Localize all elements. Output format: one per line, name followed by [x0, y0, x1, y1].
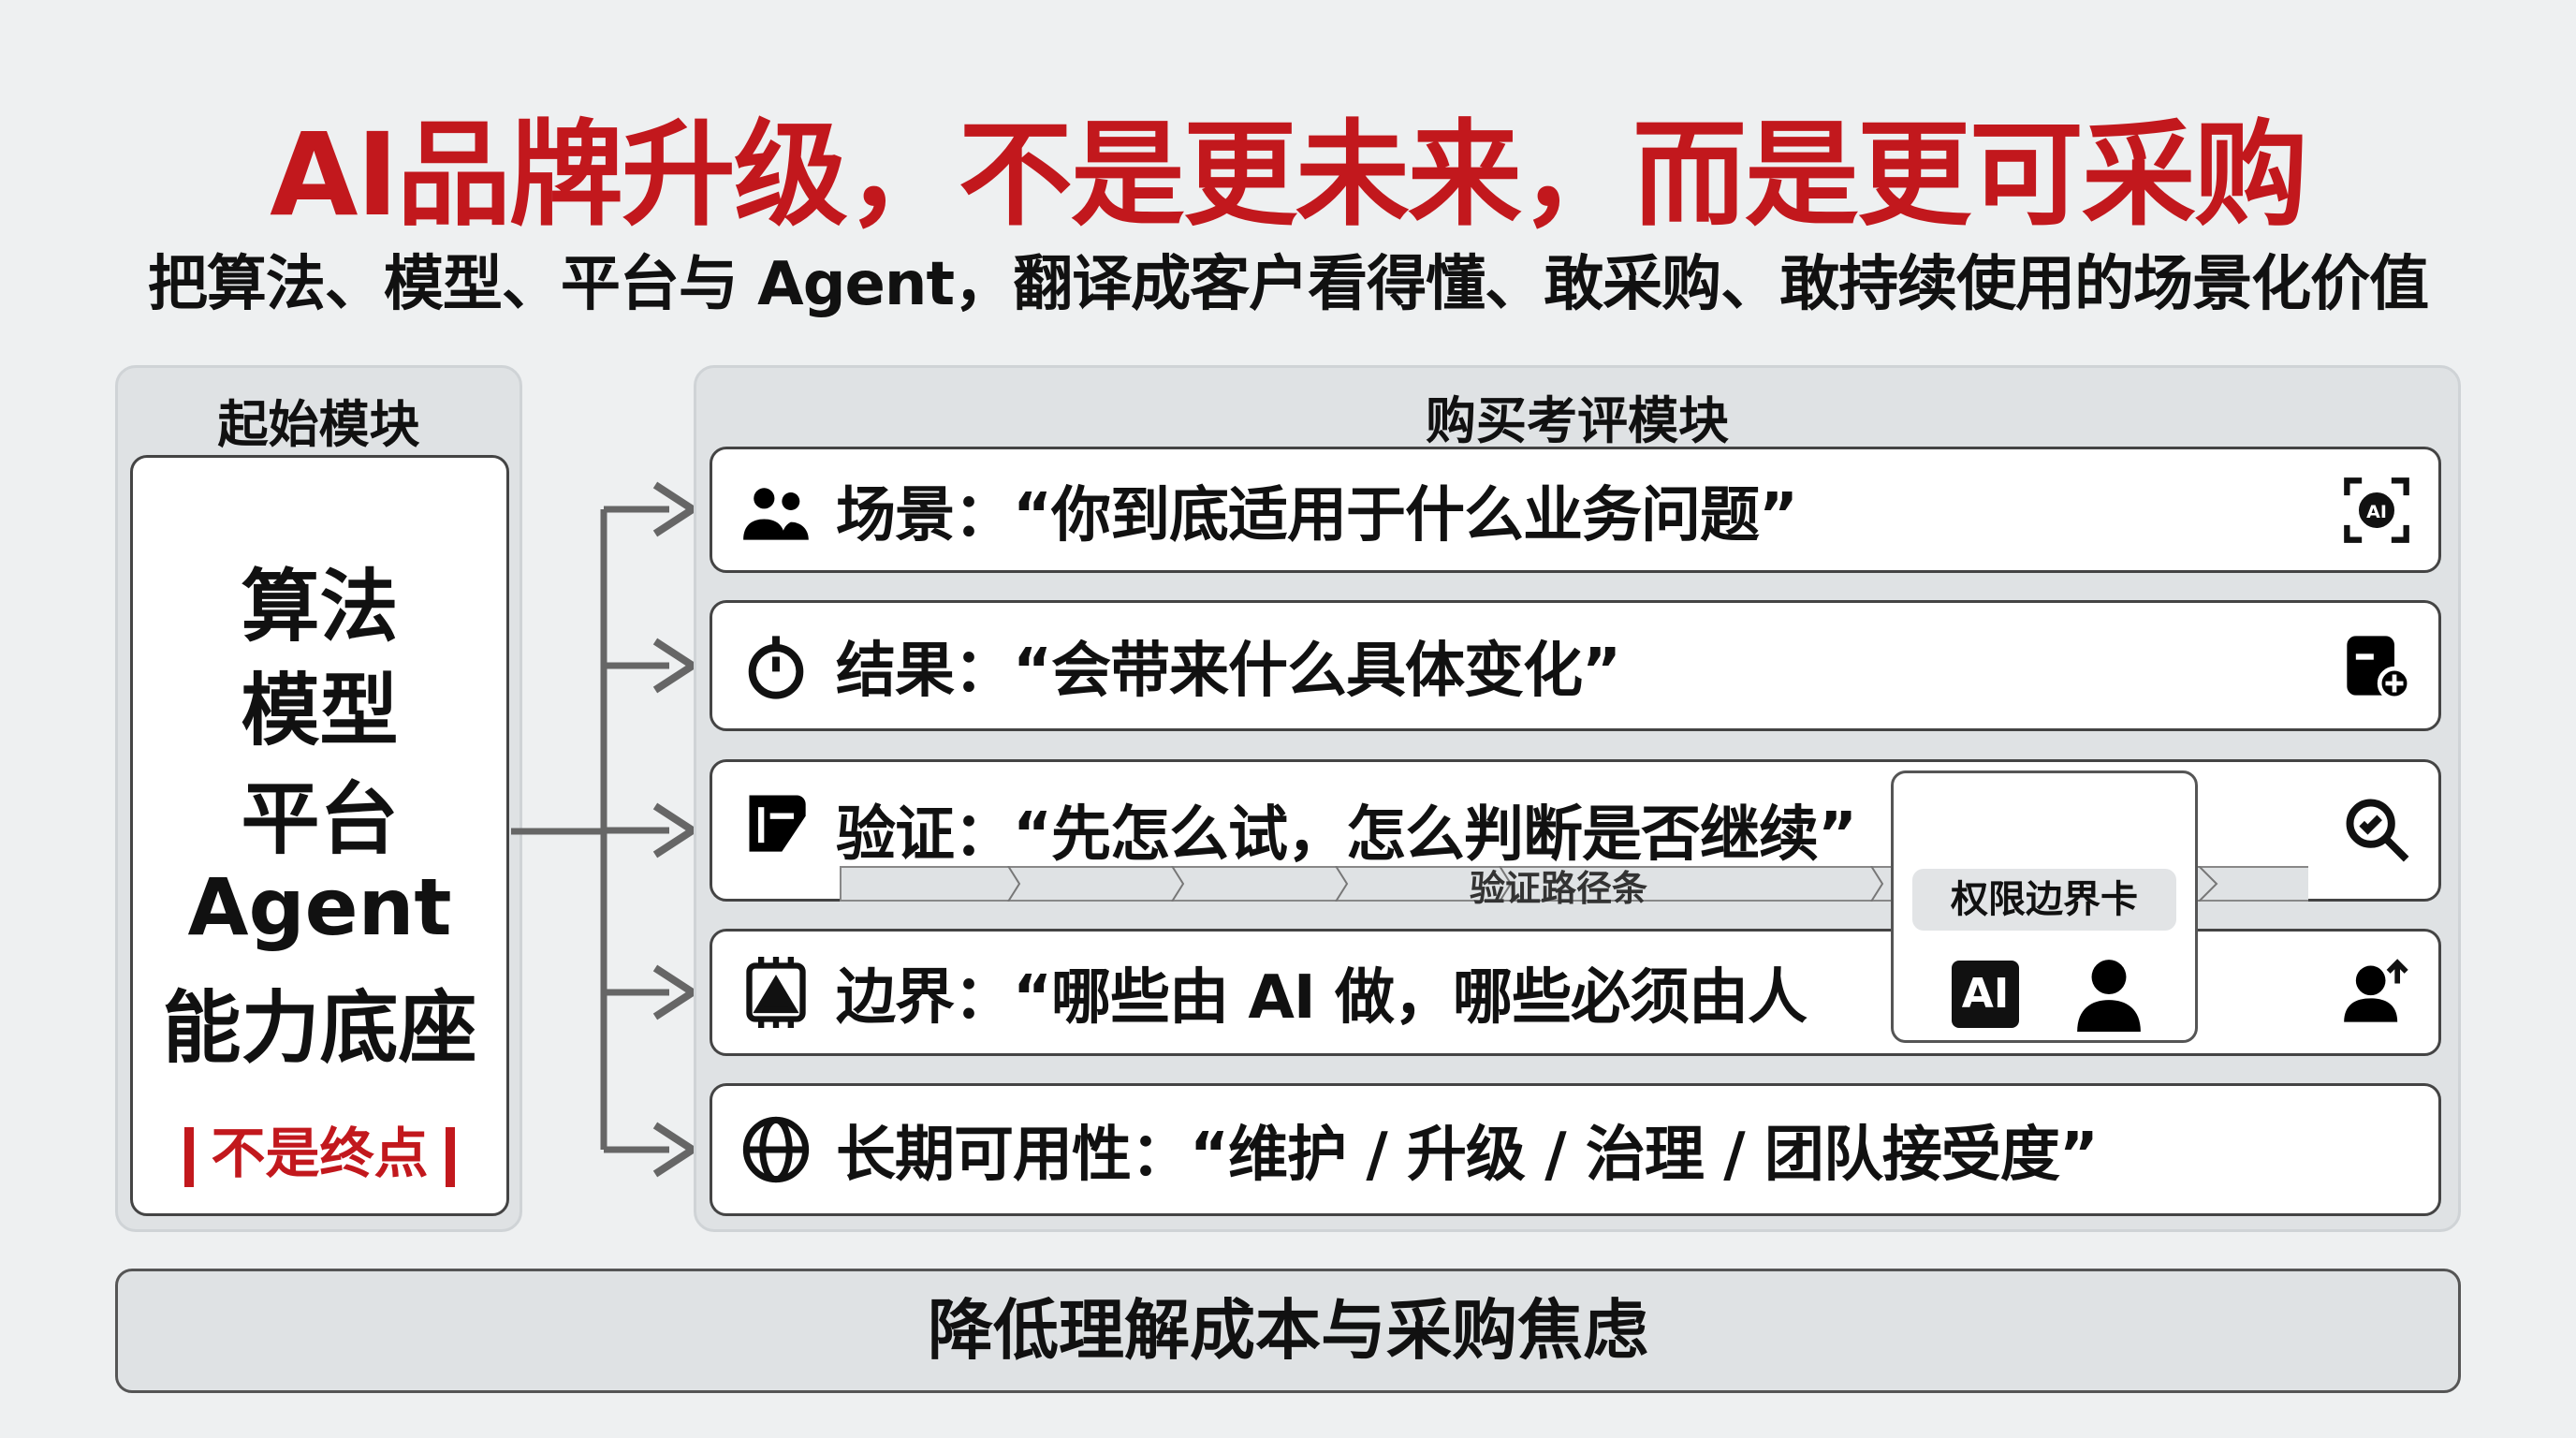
capability-item: 能力底座 [162, 982, 477, 1074]
user-switch-icon [2344, 959, 2408, 1022]
people-icon [743, 487, 809, 540]
row-text: 长期可用性：“维护 / 升级 / 治理 / 团队接受度” [836, 1121, 2099, 1190]
path-chevrons [1007, 866, 2218, 902]
search-check-icon [2346, 799, 2409, 862]
globe-icon [742, 1116, 810, 1183]
capability-box: 算法 模型 平台 Agent 能力底座 [130, 455, 509, 1216]
arrow-head [652, 638, 698, 694]
row-longterm: 长期可用性：“维护 / 升级 / 治理 / 团队接受度” [710, 1083, 2441, 1216]
card-label: 权限边界卡 [1912, 869, 2176, 931]
arrow-head [652, 481, 698, 537]
report-add-icon [2347, 636, 2412, 701]
page-subtitle: 把算法、模型、平台与 Agent，翻译成客户看得懂、敢采购、敢持续使用的场景化价… [147, 250, 2429, 319]
capability-item: 模型 [241, 665, 399, 756]
row-text: 边界：“哪些由 AI 做，哪些必须由人 [836, 963, 1808, 1033]
row-scenario: 场景：“你到底适用于什么业务问题” AI [710, 447, 2441, 573]
arrow-head [652, 964, 698, 1020]
stopwatch-icon [748, 636, 804, 699]
row-text: 验证：“先怎么试，怎么判断是否继续” [836, 800, 1857, 870]
ai-badge-text: AI [1961, 970, 2010, 1018]
validation-path-label: 验证路径条 [1469, 868, 1647, 909]
svg-text:AI: AI [2366, 501, 2387, 521]
ai-scan-icon: AI [2344, 477, 2409, 543]
arrow-head [652, 802, 698, 858]
row-text: 场景：“你到底适用于什么业务问题” [836, 480, 1798, 550]
person-icon [2077, 960, 2141, 1032]
page-title: AI品牌升级，不是更未来，而是更可采购 [270, 109, 2308, 242]
ai-badge-icon: AI [1952, 961, 2019, 1028]
not-end-text: 不是终点 [211, 1122, 429, 1185]
permission-boundary-card: 权限边界卡 AI [1891, 770, 2198, 1043]
purchase-eval-header: 购买考评模块 [1426, 391, 1729, 450]
bottom-conclusion: 降低理解成本与采购焦虑 [115, 1269, 2461, 1393]
flow-arrows [511, 481, 698, 1178]
row-text: 结果：“会带来什么具体变化” [836, 637, 1621, 706]
checklist-icon [749, 795, 806, 852]
chip-image-icon [746, 957, 806, 1028]
capability-item: Agent [187, 861, 452, 953]
row-result: 结果：“会带来什么具体变化” [710, 600, 2441, 731]
capability-item: 平台 [241, 773, 399, 865]
arrow-head [652, 1122, 698, 1178]
start-module-header: 起始模块 [217, 395, 420, 454]
capability-item: 算法 [241, 561, 399, 653]
not-end-note: 不是终点 [130, 1109, 509, 1188]
